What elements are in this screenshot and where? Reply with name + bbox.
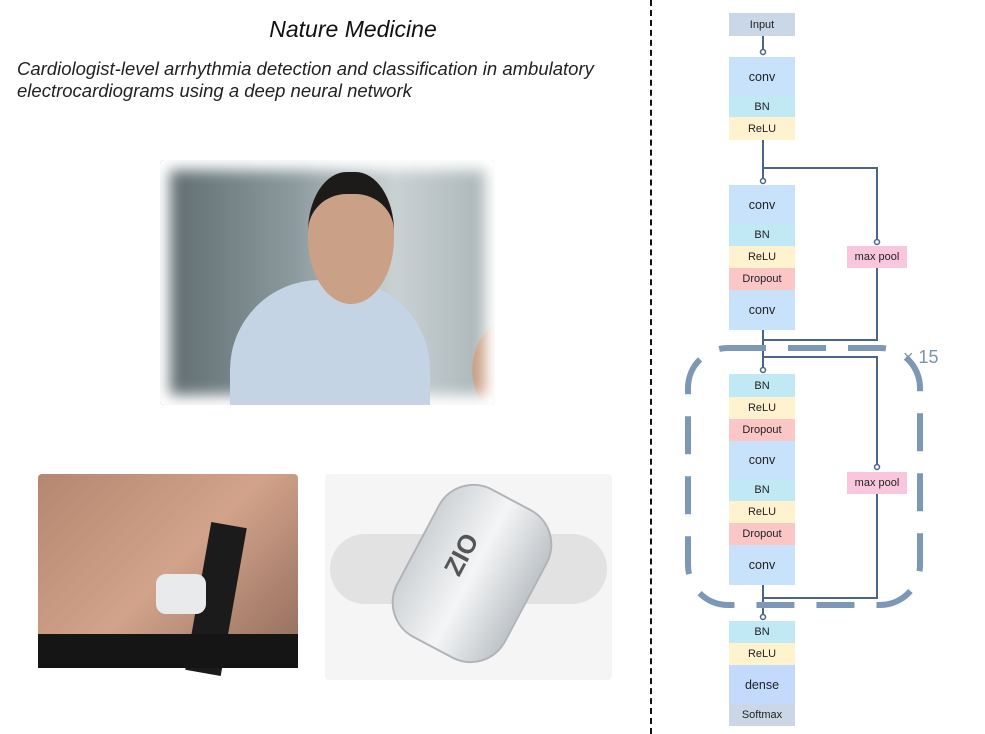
researcher-photo — [160, 160, 495, 405]
conv-layer: conv — [729, 290, 795, 330]
input-layer: Input — [729, 13, 795, 36]
paper-title: Cardiologist-level arrhythmia detection … — [17, 58, 657, 102]
bn-layer: BN — [729, 621, 795, 643]
softmax-layer: Softmax — [729, 704, 795, 726]
conv-layer: conv — [729, 441, 795, 479]
bn-layer: BN — [729, 479, 795, 501]
patch-on-chest-photo — [38, 474, 298, 676]
paper-title-line1: Cardiologist-level arrhythmia detection … — [17, 58, 594, 79]
conv-layer: conv — [729, 545, 795, 585]
dense-layer: dense — [729, 665, 795, 704]
relu-layer: ReLU — [729, 117, 795, 140]
zio-patch-device-photo: ZIO — [325, 469, 612, 680]
conv-layer: conv — [729, 185, 795, 224]
max-pool-layer: max pool — [847, 246, 907, 268]
relu-layer: ReLU — [729, 643, 795, 665]
repeat-count: × 15 — [903, 347, 939, 367]
relu-layer: ReLU — [729, 397, 795, 419]
bn-layer: BN — [729, 96, 795, 117]
dropout-layer: Dropout — [729, 268, 795, 290]
conv-layer: conv — [729, 57, 795, 96]
relu-layer: ReLU — [729, 501, 795, 523]
relu-layer: ReLU — [729, 246, 795, 268]
max-pool-layer: max pool — [847, 472, 907, 494]
dropout-layer: Dropout — [729, 419, 795, 441]
paper-title-line2: electrocardiograms using a deep neural n… — [17, 80, 412, 101]
journal-name: Nature Medicine — [269, 16, 437, 42]
bn-layer: BN — [729, 224, 795, 246]
dashed-divider — [650, 0, 652, 734]
repeat-dashed-box — [685, 345, 923, 608]
bn-layer: BN — [729, 374, 795, 397]
dropout-layer: Dropout — [729, 523, 795, 545]
